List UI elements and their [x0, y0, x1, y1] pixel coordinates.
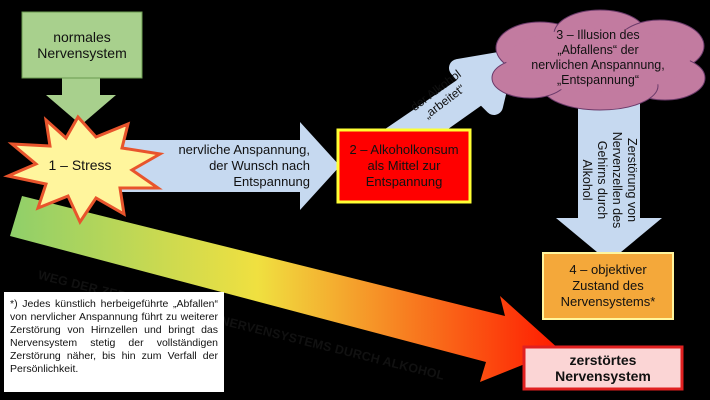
tension-arrow-label: nervliche Anspannung, der Wunsch nach En… — [178, 142, 310, 189]
destroyed-box — [522, 345, 684, 391]
normal-box-label: normales Nervensystem — [37, 29, 127, 61]
tension-arrow — [110, 122, 340, 210]
destruction-path-arrow — [10, 196, 560, 382]
alcohol-box-label: 2 – Alkoholkonsum als Mittel zur Entspan… — [349, 142, 459, 189]
objective-box-label: 4 – objektiver Zustand des Nervensystems… — [560, 262, 656, 309]
footnote: *) Jedes künstlich herbeigeführte „Abfal… — [4, 292, 224, 392]
stress-label: 1 – Stress — [48, 157, 112, 173]
illusion-cloud — [491, 9, 706, 111]
destroyed-box-label: zerstörtes Nervensystem — [555, 352, 651, 384]
normal-box — [21, 11, 143, 79]
illusion-cloud-label: 3 – Illusion des „Abfallens“ der nervlic… — [531, 28, 665, 87]
normal-to-stress-arrow — [46, 76, 116, 125]
destruction-arrow — [556, 100, 662, 262]
stress-burst — [3, 114, 165, 226]
destruction-arrow-label: Zerstörung von Nervenzellen des Gehirns … — [580, 131, 639, 229]
objective-box — [542, 252, 674, 320]
alcohol-box — [336, 128, 472, 204]
